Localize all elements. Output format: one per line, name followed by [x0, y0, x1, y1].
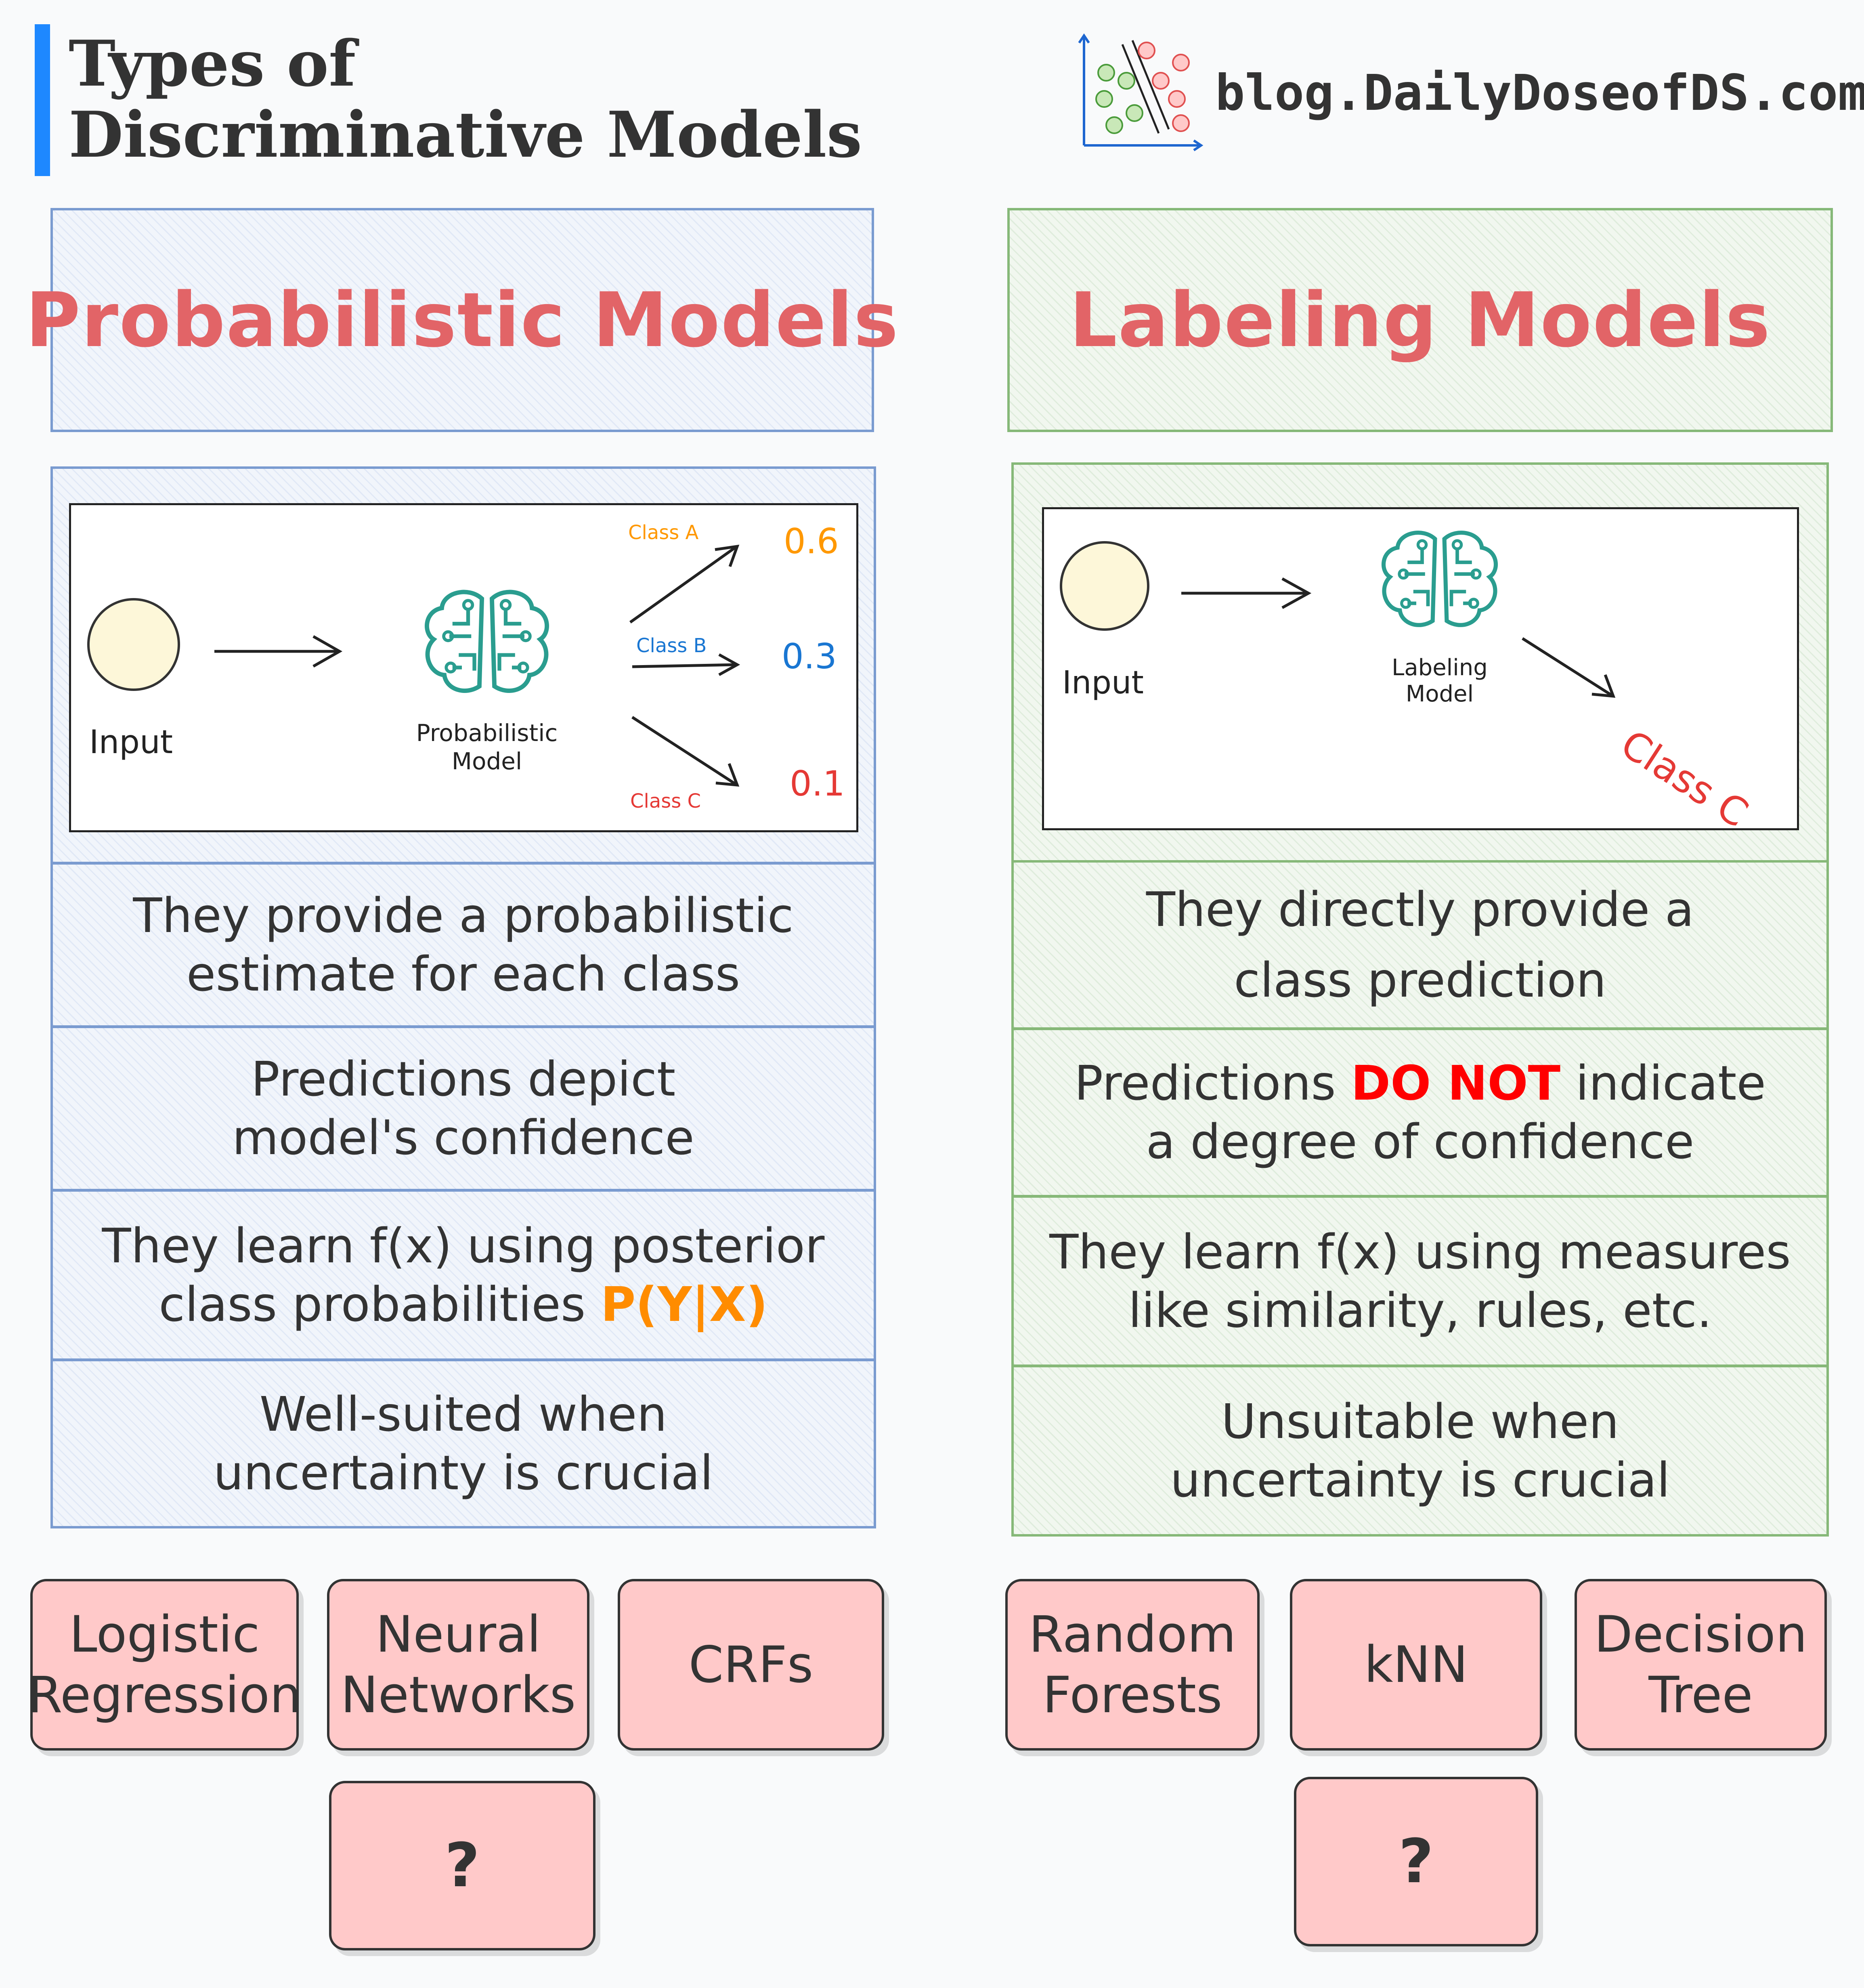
- probabilistic-row-2-line1: Predictions depict: [251, 1051, 676, 1107]
- do-not-highlight: DO NOT: [1351, 1055, 1561, 1111]
- probabilistic-row-1: They provide a probabilistic estimate fo…: [50, 862, 876, 1028]
- example-neural-networks-line2: Networks: [340, 1666, 576, 1724]
- labeling-row-2-line2: a degree of confidence: [1146, 1114, 1694, 1169]
- labeling-diagram: Input Labeling Model Class C: [1042, 507, 1799, 836]
- input-arrow: [214, 635, 343, 668]
- class-c-value: 0.1: [790, 764, 845, 804]
- input-circle: [87, 598, 180, 691]
- class-a-value: 0.6: [784, 521, 839, 562]
- probabilistic-row-3-line2: class probabilities: [159, 1276, 601, 1332]
- input-circle: [1060, 541, 1149, 631]
- model-label-line2: Model: [1405, 681, 1474, 707]
- labeling-row-3: They learn f(x) using measures like simi…: [1011, 1195, 1829, 1367]
- labeling-row-2-line1-post: indicate: [1560, 1055, 1766, 1111]
- brand-url[interactable]: blog.DailyDoseofDS.com: [1215, 64, 1864, 122]
- example-logistic-regression-line1: Logistic: [69, 1605, 260, 1664]
- probabilistic-header-text: Probabilistic Models: [25, 276, 899, 364]
- model-label-line2: Model: [451, 747, 522, 775]
- labeling-row-4-line2: uncertainty is crucial: [1170, 1452, 1670, 1508]
- probabilistic-row-2: Predictions depict model's confidence: [50, 1026, 876, 1191]
- probabilistic-row-4: Well-suited when uncertainty is crucial: [50, 1359, 876, 1528]
- example-unknown-labeling: ?: [1294, 1777, 1538, 1946]
- labeling-header-text: Labeling Models: [1069, 276, 1771, 364]
- example-knn-label: kNN: [1364, 1635, 1468, 1694]
- labeling-row-2-line1-pre: Predictions: [1074, 1055, 1351, 1111]
- labeling-row-1-line2: class prediction: [1234, 952, 1606, 1008]
- probabilistic-row-2-line2: model's confidence: [232, 1110, 694, 1165]
- scatter-classifier-logo-icon: [1078, 33, 1204, 151]
- model-label-line1: Probabilistic: [416, 719, 558, 747]
- arrow-to-class-c: [1522, 637, 1616, 698]
- example-random-forests-line1: Random: [1029, 1605, 1236, 1664]
- example-crfs-label: CRFs: [688, 1635, 814, 1694]
- class-c-label: Class C: [630, 790, 701, 812]
- example-decision-tree-line2: Tree: [1648, 1666, 1753, 1724]
- labeling-row-3-line2: like similarity, rules, etc.: [1128, 1282, 1712, 1338]
- arrow-class-a: [629, 544, 740, 623]
- labeling-row-1-line1: They directly provide a: [1146, 882, 1694, 937]
- labeling-header: Labeling Models: [1007, 208, 1833, 432]
- labeling-row-1: They directly provide a class prediction: [1011, 860, 1829, 1030]
- probabilistic-diagram: Input Probabilistic Model Class A 0.6 Cl…: [69, 503, 858, 832]
- labeling-row-3-line1: They learn f(x) using measures: [1049, 1224, 1791, 1280]
- example-unknown-labeling-label: ?: [1398, 1826, 1434, 1897]
- example-logistic-regression-line2: Regression: [27, 1666, 302, 1724]
- arrow-class-b: [632, 653, 740, 676]
- labeling-diagram-panel: Input Labeling Model Class C: [1011, 462, 1829, 864]
- example-decision-tree-line1: Decision: [1594, 1605, 1807, 1664]
- probabilistic-header: Probabilistic Models: [25, 208, 898, 432]
- page-title-text: Types of Discriminative Models: [69, 27, 862, 172]
- probabilistic-diagram-panel: Input Probabilistic Model Class A 0.6 Cl…: [50, 466, 876, 864]
- class-a-label: Class A: [628, 521, 699, 544]
- probabilistic-row-3-line1: They learn f(x) using posterior: [102, 1218, 825, 1274]
- labeling-flow-graphic: [1060, 509, 1616, 698]
- example-knn: kNN: [1290, 1579, 1542, 1751]
- labeling-row-4: Unsuitable when uncertainty is crucial: [1011, 1365, 1829, 1537]
- posterior-formula-highlight: P(Y|X): [600, 1276, 768, 1332]
- probabilistic-row-1-line2: estimate for each class: [186, 946, 740, 1002]
- input-label: Input: [1062, 665, 1144, 701]
- labeling-brain-icon: [1384, 533, 1496, 625]
- input-label: Input: [89, 723, 173, 761]
- probabilistic-row-4-line2: uncertainty is crucial: [213, 1445, 713, 1501]
- example-neural-networks-line1: Neural: [375, 1605, 541, 1664]
- example-unknown-probabilistic: ?: [329, 1781, 595, 1950]
- probabilistic-row-1-line1: They provide a probabilistic: [133, 888, 794, 943]
- model-label-line1: Labeling: [1392, 655, 1488, 681]
- page-title: Types of Discriminative Models: [69, 28, 876, 170]
- probabilistic-row-3: They learn f(x) using posterior class pr…: [50, 1189, 876, 1361]
- example-random-forests-line2: Forests: [1042, 1666, 1222, 1724]
- example-unknown-probabilistic-label: ?: [445, 1831, 480, 1901]
- input-arrow: [1181, 577, 1312, 609]
- probabilistic-flow-graphic: [87, 544, 740, 787]
- class-b-value: 0.3: [782, 636, 837, 677]
- labeling-row-2: Predictions DO NOT indicate a degree of …: [1011, 1028, 1829, 1197]
- probabilistic-row-4-line1: Well-suited when: [259, 1386, 667, 1442]
- class-b-label: Class B: [636, 634, 707, 657]
- example-crfs: CRFs: [618, 1579, 884, 1751]
- labeling-row-4-line1: Unsuitable when: [1221, 1393, 1619, 1449]
- probabilistic-brain-icon: [427, 592, 547, 691]
- title-accent-bar: [35, 24, 50, 176]
- arrow-class-c: [631, 716, 740, 787]
